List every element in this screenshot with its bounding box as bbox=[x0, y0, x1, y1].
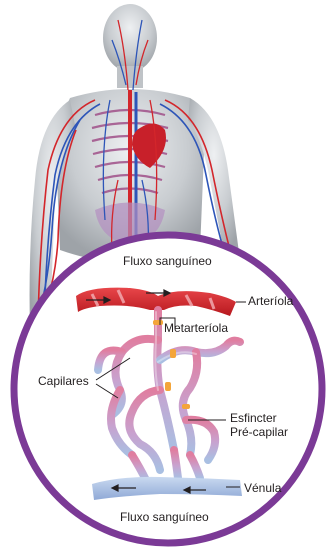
precapillary-sphincter-label: Esfincter Pré-capilar bbox=[230, 412, 288, 440]
blood-flow-bottom-label: Fluxo sanguíneo bbox=[120, 511, 209, 525]
capillaries-label: Capilares bbox=[38, 375, 89, 389]
metarteriole-label: Metarteríola bbox=[164, 322, 228, 336]
blood-flow-top-label: Fluxo sanguíneo bbox=[123, 255, 212, 269]
arteriole-label: Arteríola bbox=[248, 295, 293, 309]
venule-label: Vénula bbox=[244, 482, 281, 496]
